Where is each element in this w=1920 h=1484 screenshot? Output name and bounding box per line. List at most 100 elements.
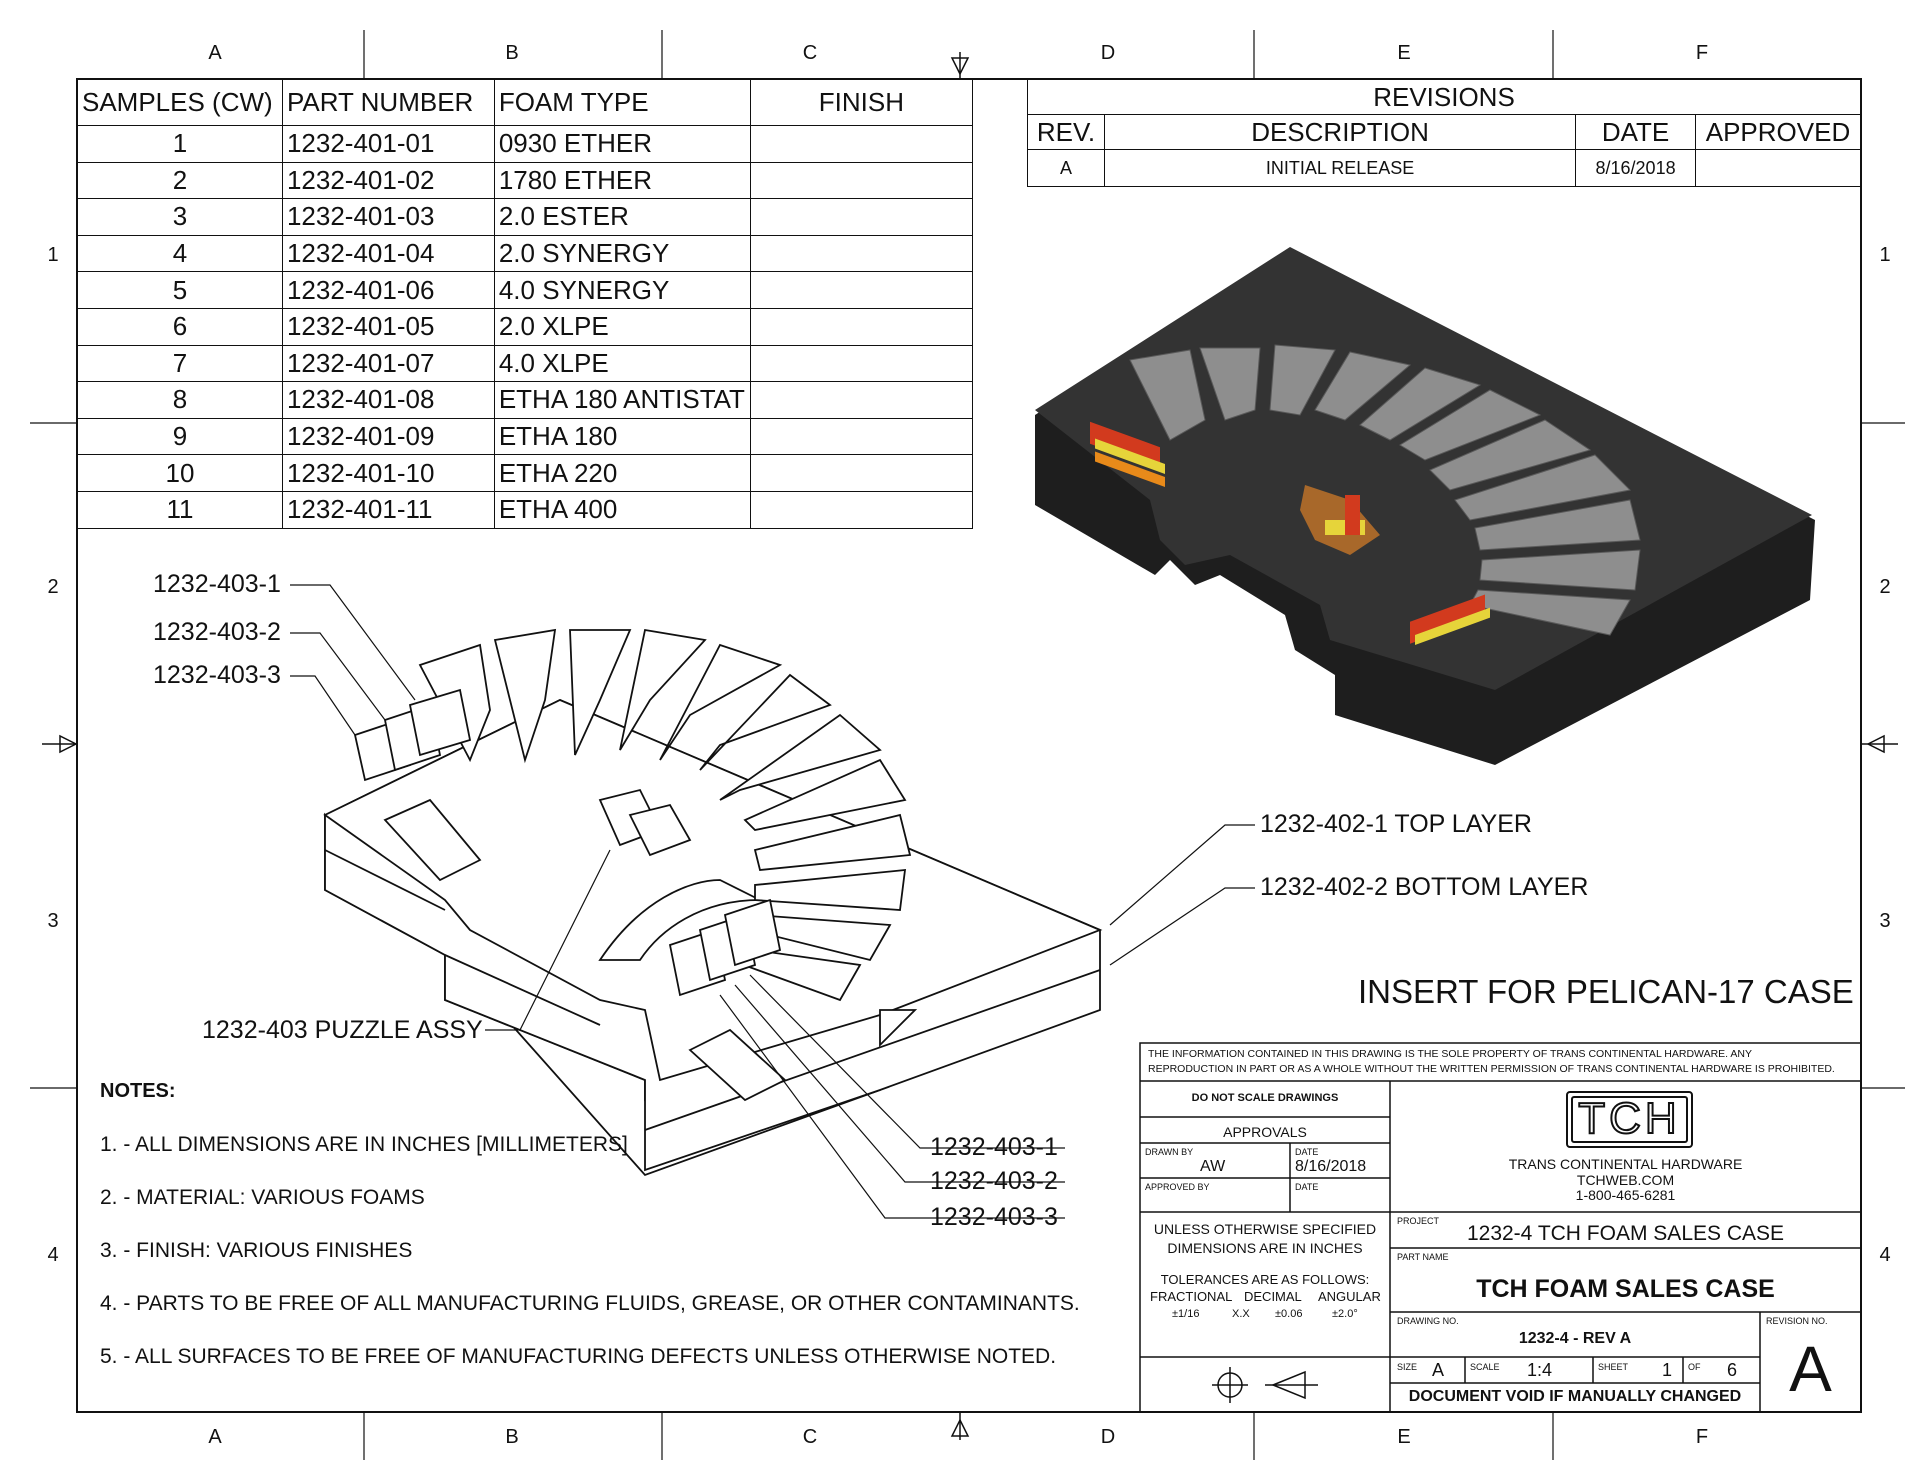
part-number: 1232-401-09 xyxy=(281,417,495,456)
foam-type: ETHA 400 xyxy=(493,490,751,529)
zone-col-c-bottom: C xyxy=(802,1426,818,1448)
note-item: 2. - MATERIAL: VARIOUS FOAMS xyxy=(100,1186,425,1209)
samples-table: SAMPLES (CW) PART NUMBER FOAM TYPE FINIS… xyxy=(77,79,974,529)
tol-fractional-header: FRACTIONAL xyxy=(1150,1289,1233,1304)
do-not-scale: DO NOT SCALE DRAWINGS xyxy=(1191,1092,1339,1104)
foam-type: 4.0 SYNERGY xyxy=(493,271,751,309)
proprietary-notice-2: REPRODUCTION IN PART OR AS A WHOLE WITHO… xyxy=(1148,1063,1835,1075)
finish xyxy=(749,417,974,456)
leader-lines xyxy=(290,584,1255,1219)
header-part-number: PART NUMBER xyxy=(281,79,495,126)
part-number: 1232-401-06 xyxy=(281,271,495,309)
sample-number: 9 xyxy=(77,417,283,456)
finish xyxy=(749,490,974,529)
notes-section: NOTES: 1. - ALL DIMENSIONS ARE IN INCHES… xyxy=(100,1080,1080,1398)
project-value: 1232-4 TCH FOAM SALES CASE xyxy=(1466,1222,1785,1245)
of-label: OF xyxy=(1688,1362,1701,1372)
foam-type: 2.0 SYNERGY xyxy=(493,234,751,273)
header-approved: APPROVED xyxy=(1695,114,1861,150)
finish xyxy=(749,198,974,236)
finish xyxy=(749,125,974,163)
part-number: 1232-401-07 xyxy=(281,344,495,383)
note-item: 1. - ALL DIMENSIONS ARE IN INCHES [MILLI… xyxy=(100,1133,628,1156)
sample-number: 7 xyxy=(77,344,283,383)
callout-bottom-layer: 1232-402-2 BOTTOM LAYER xyxy=(1260,873,1589,901)
part-number: 1232-401-03 xyxy=(281,198,495,236)
zone-col-b-bottom: B xyxy=(505,1426,519,1448)
foam-type: ETHA 180 ANTISTAT xyxy=(493,381,751,419)
document-void-notice: DOCUMENT VOID IF MANUALLY CHANGED xyxy=(1408,1388,1742,1405)
rev-letter: A xyxy=(1027,149,1105,187)
finish xyxy=(749,271,974,309)
tol-decimal-xx: X.X xyxy=(1232,1308,1250,1320)
note-item: 4. - PARTS TO BE FREE OF ALL MANUFACTURI… xyxy=(100,1292,1080,1315)
notes-heading: NOTES: xyxy=(100,1080,176,1102)
callout-right-1232-403-2: 1232-403-2 xyxy=(930,1167,1058,1195)
zone-col-a-bottom: A xyxy=(208,1426,222,1448)
foam-type: 2.0 XLPE xyxy=(493,307,751,346)
part-number: 1232-401-04 xyxy=(281,234,495,273)
sample-number: 8 xyxy=(77,381,283,419)
zone-row-1-left: 1 xyxy=(47,244,59,266)
part-number: 1232-401-01 xyxy=(281,125,495,163)
size-label: SIZE xyxy=(1397,1362,1418,1372)
zone-row-3-left: 3 xyxy=(47,910,59,932)
header-date: DATE xyxy=(1575,114,1697,150)
date-label: DATE xyxy=(1295,1147,1319,1157)
third-angle-projection-symbol xyxy=(1212,1367,1318,1403)
revisions-title: REVISIONS xyxy=(1027,79,1861,115)
sample-number: 4 xyxy=(77,234,283,273)
header-samples: SAMPLES (CW) xyxy=(77,79,283,126)
part-number: 1232-401-10 xyxy=(281,454,495,492)
tol-fractional-value: ±1/16 xyxy=(1172,1308,1200,1320)
callout-right-1232-403-3: 1232-403-3 xyxy=(930,1203,1058,1231)
zone-col-e-top: E xyxy=(1397,42,1411,64)
foam-type: 1780 ETHER xyxy=(493,161,751,200)
tol-angular-header: ANGULAR xyxy=(1318,1289,1381,1304)
part-number: 1232-401-11 xyxy=(281,490,495,529)
callout-1232-403-2: 1232-403-2 xyxy=(153,618,281,646)
project-label: PROJECT xyxy=(1397,1216,1440,1226)
note-item: 5. - ALL SURFACES TO BE FREE OF MANUFACT… xyxy=(100,1345,1057,1368)
unless-specified-1: UNLESS OTHERWISE SPECIFIED xyxy=(1153,1221,1377,1237)
rev-approved xyxy=(1695,149,1861,187)
sample-number: 2 xyxy=(77,161,283,200)
note-item: 3. - FINISH: VARIOUS FINISHES xyxy=(100,1239,413,1262)
finish xyxy=(749,161,974,200)
callout-1232-403-1: 1232-403-1 xyxy=(153,570,281,598)
sample-number: 6 xyxy=(77,307,283,346)
zone-row-4-left: 4 xyxy=(47,1244,59,1266)
size-value: A xyxy=(1432,1360,1445,1380)
zone-col-a-top: A xyxy=(208,42,222,64)
header-rev: REV. xyxy=(1027,114,1105,150)
tol-decimal-header: DECIMAL xyxy=(1244,1289,1302,1304)
tch-logo-box xyxy=(1566,1091,1693,1148)
approved-date-label: DATE xyxy=(1295,1182,1319,1192)
revision-letter: A xyxy=(1789,1333,1832,1405)
header-finish: FINISH xyxy=(749,79,974,126)
foam-type: 4.0 XLPE xyxy=(493,344,751,383)
sheet-value: 1 xyxy=(1662,1360,1673,1380)
zone-col-c-top: C xyxy=(802,42,818,64)
part-number: 1232-401-02 xyxy=(281,161,495,200)
tch-logo: TCH xyxy=(1577,1093,1681,1144)
insert-title: INSERT FOR PELICAN-17 CASE xyxy=(1358,973,1854,1010)
isometric-render xyxy=(1035,247,1815,765)
revisions-table: REVISIONS REV. DESCRIPTION DATE APPROVED… xyxy=(1027,79,1861,187)
zone-row-1-right: 1 xyxy=(1879,244,1891,266)
drawn-by-label: DRAWN BY xyxy=(1145,1147,1194,1157)
zone-row-2-left: 2 xyxy=(47,576,59,598)
callout-puzzle-assy: 1232-403 PUZZLE ASSY xyxy=(202,1016,483,1044)
sample-number: 11 xyxy=(77,490,283,529)
sheet-label: SHEET xyxy=(1598,1362,1629,1372)
zone-col-d-bottom: D xyxy=(1100,1426,1116,1448)
sample-number: 3 xyxy=(77,198,283,236)
finish xyxy=(749,234,974,273)
drawn-date-value: 8/16/2018 xyxy=(1295,1158,1367,1175)
